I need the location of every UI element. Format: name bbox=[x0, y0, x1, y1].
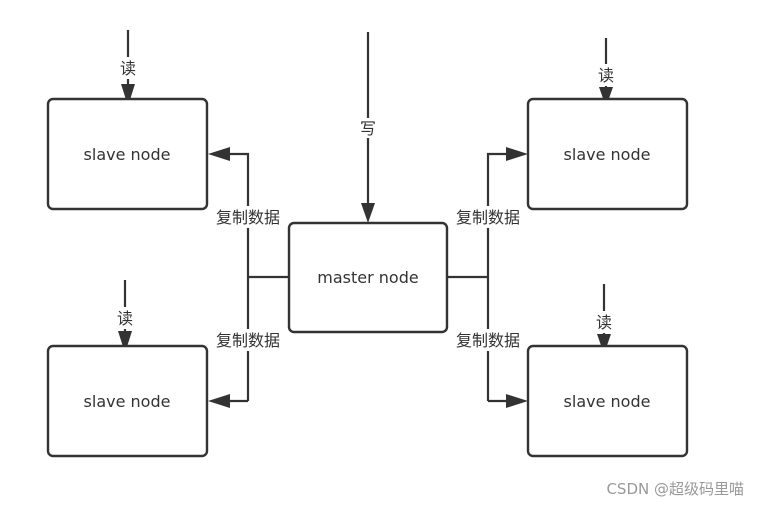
slave-node-box[interactable] bbox=[46, 97, 209, 211]
replicate-arrowhead-icon bbox=[208, 394, 230, 408]
master-node-box[interactable] bbox=[287, 221, 449, 334]
slave-node-top-right[interactable]: slave node bbox=[526, 97, 689, 211]
read-label-bg bbox=[596, 64, 616, 86]
replicate-label-bg bbox=[446, 206, 530, 228]
slave-node-box[interactable] bbox=[526, 97, 689, 211]
slave-node-label: slave node bbox=[84, 392, 171, 411]
read-label: 读 bbox=[120, 59, 136, 78]
slave-node-bottom-left[interactable]: slave node bbox=[46, 344, 209, 458]
master-node-label: master node bbox=[317, 268, 418, 287]
replicate-label-bottom-left: 复制数据 bbox=[216, 331, 280, 350]
read-label-bg bbox=[594, 311, 614, 333]
read-arrowhead-icon bbox=[118, 331, 132, 353]
replicate-arrowhead-icon bbox=[208, 147, 230, 161]
slave-node-label: slave node bbox=[564, 392, 651, 411]
slave-node-box[interactable] bbox=[46, 344, 209, 458]
read-label-bg bbox=[115, 307, 135, 329]
replicate-arrowhead-icon bbox=[506, 394, 528, 408]
write-label-bg bbox=[358, 118, 378, 138]
read-label: 读 bbox=[117, 309, 133, 328]
slave-node-box[interactable] bbox=[526, 344, 689, 458]
slave-node-bottom-right[interactable]: slave node bbox=[526, 344, 689, 458]
bus-vertical-line bbox=[226, 152, 250, 401]
read-label: 读 bbox=[598, 66, 614, 85]
read-label-bg bbox=[118, 57, 138, 79]
slave-node-label: slave node bbox=[84, 145, 171, 164]
write-arrowhead-icon bbox=[361, 203, 375, 223]
replication-bus-right: 复制数据 复制数据 bbox=[446, 147, 530, 408]
slave-node-label: slave node bbox=[564, 145, 651, 164]
read-edge-bottom-left: 读 bbox=[115, 280, 135, 353]
replicate-label-bg bbox=[206, 206, 290, 228]
replicate-label-bottom-right: 复制数据 bbox=[456, 331, 520, 350]
slave-node-top-left[interactable]: slave node bbox=[46, 97, 209, 211]
read-arrowhead-icon bbox=[121, 84, 135, 106]
read-edge-top-right: 读 bbox=[596, 38, 616, 107]
watermark: CSDN @超级码里喵 bbox=[606, 480, 744, 498]
read-arrowhead-icon bbox=[599, 87, 613, 107]
write-edge: 写 bbox=[358, 32, 378, 223]
master-node[interactable]: master node bbox=[287, 221, 449, 334]
bus-vertical-line bbox=[486, 152, 510, 401]
replicate-label-bg bbox=[446, 329, 530, 351]
replicate-label-bg bbox=[206, 329, 290, 351]
write-label: 写 bbox=[360, 119, 376, 138]
replication-bus-left: 复制数据 复制数据 bbox=[206, 147, 290, 408]
read-label: 读 bbox=[596, 313, 612, 332]
read-arrowhead-icon bbox=[597, 334, 611, 354]
replicate-arrowhead-icon bbox=[506, 147, 528, 161]
read-edge-bottom-right: 读 bbox=[594, 284, 614, 354]
read-edge-top-left: 读 bbox=[118, 30, 138, 106]
replicate-label-top-right: 复制数据 bbox=[456, 208, 520, 227]
replicate-label-top-left: 复制数据 bbox=[216, 208, 280, 227]
